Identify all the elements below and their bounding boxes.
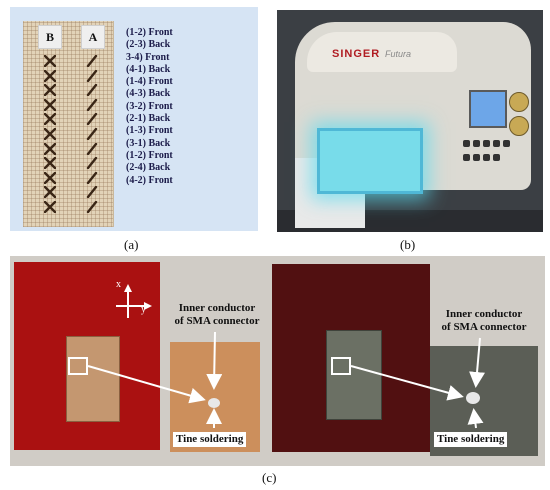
brand-logo: SINGER (332, 48, 381, 60)
control-knob (509, 92, 529, 112)
panel-button (473, 154, 480, 161)
panel-button (493, 154, 500, 161)
arrow-icon (467, 408, 484, 429)
label-line: Inner conductor (178, 302, 256, 314)
stitch-sequence-list: (1-2) Front (2-3) Back 3-4) Front (4-1) … (126, 27, 256, 187)
x-stitch-icon (44, 142, 56, 155)
tine-soldering-label-2: Tine soldering (434, 432, 508, 447)
sequence-item: (3-1) Back (126, 137, 171, 149)
slash-stitch-icon (86, 69, 98, 82)
arrow-icon (469, 337, 486, 388)
sequence-item: 3-4) Front (126, 51, 170, 63)
x-stitch-icon (44, 128, 56, 140)
x-stitch-icon (44, 69, 56, 82)
slash-stitch-icon (86, 84, 98, 97)
x-stitch-icon (44, 113, 56, 126)
sequence-item: (2-4) Back (126, 162, 171, 174)
x-stitch-icon (44, 55, 56, 67)
sequence-item: (4-1) Back (126, 63, 171, 75)
panel-button (473, 140, 480, 147)
x-stitch-icon (44, 171, 56, 184)
model-name: Futura (385, 49, 412, 59)
arrow-icon (350, 365, 464, 401)
sequence-item: (1-2) Front (126, 149, 173, 161)
inner-conductor-label-1: Inner conductor of SMA connector (162, 302, 272, 328)
slash-stitch-icon (86, 113, 98, 126)
lcd-display (469, 90, 507, 128)
slash-stitch-icon (86, 142, 98, 155)
fabric-sample (23, 21, 114, 227)
caption-a: (a) (124, 237, 139, 252)
label-line: of SMA connector (174, 315, 260, 327)
panel-button (463, 140, 470, 147)
caption-b: (b) (400, 237, 416, 252)
panel-button (503, 140, 510, 147)
slash-stitch-icon (86, 128, 98, 140)
label-line: Inner conductor (445, 308, 523, 320)
panel-a: B A (1-2) Front (2-3) Back 3-4) Front (4… (10, 7, 258, 231)
coordinate-axes-icon (116, 284, 152, 318)
label-line: of SMA connector (441, 321, 527, 333)
column-label-a: A (81, 25, 105, 49)
sequence-item: (2-1) Back (126, 113, 171, 125)
slash-stitch-icon (86, 171, 98, 184)
solder-joint (208, 398, 220, 408)
sequence-item: (4-2) Front (126, 174, 173, 186)
slash-stitch-icon (86, 98, 98, 111)
arrow-icon (87, 365, 206, 404)
slash-stitch-icon (86, 55, 98, 67)
slash-stitch-icon (86, 186, 98, 199)
sequence-item: (4-3) Back (126, 88, 171, 100)
panel-c: x y Inner conductor of SMA connector Tin… (10, 256, 545, 466)
panel-button (463, 154, 470, 161)
highlight-box (331, 357, 351, 375)
coordinate-axes-icon (110, 278, 170, 338)
embroidery-hoop (317, 128, 423, 194)
inner-conductor-label-2: Inner conductor of SMA connector (428, 308, 540, 334)
panel-button (483, 154, 490, 161)
panel-b-sewing-machine-photo: SINGER Futura (277, 10, 543, 232)
column-label-b: B (38, 25, 62, 49)
x-stitch-icon (44, 157, 56, 170)
tine-soldering-label-1: Tine soldering (173, 432, 247, 447)
slash-stitch-icon (86, 201, 98, 213)
axis-y-label: y (141, 304, 146, 315)
arrow-icon (206, 331, 223, 390)
machine-arm (307, 32, 457, 72)
panel-button (483, 140, 490, 147)
sequence-item: (1-2) Front (126, 27, 173, 38)
axis-x-label: x (116, 279, 121, 290)
panel-button (493, 140, 500, 147)
caption-c: (c) (262, 470, 277, 485)
x-stitch-icon (44, 186, 56, 199)
sequence-item: (3-2) Front (126, 100, 173, 112)
slash-stitch-icon (86, 157, 98, 170)
sequence-item: (1-3) Front (126, 125, 173, 137)
copper-patch (66, 336, 120, 422)
arrow-icon (87, 331, 486, 429)
sequence-item: (1-4) Front (126, 76, 173, 88)
highlight-box (68, 357, 88, 375)
x-stitch-icon (44, 98, 56, 111)
solder-joint (466, 392, 480, 404)
sequence-item: (2-3) Back (126, 39, 171, 51)
control-knob (509, 116, 529, 136)
x-stitch-icon (44, 201, 56, 213)
x-stitch-icon (44, 84, 56, 97)
